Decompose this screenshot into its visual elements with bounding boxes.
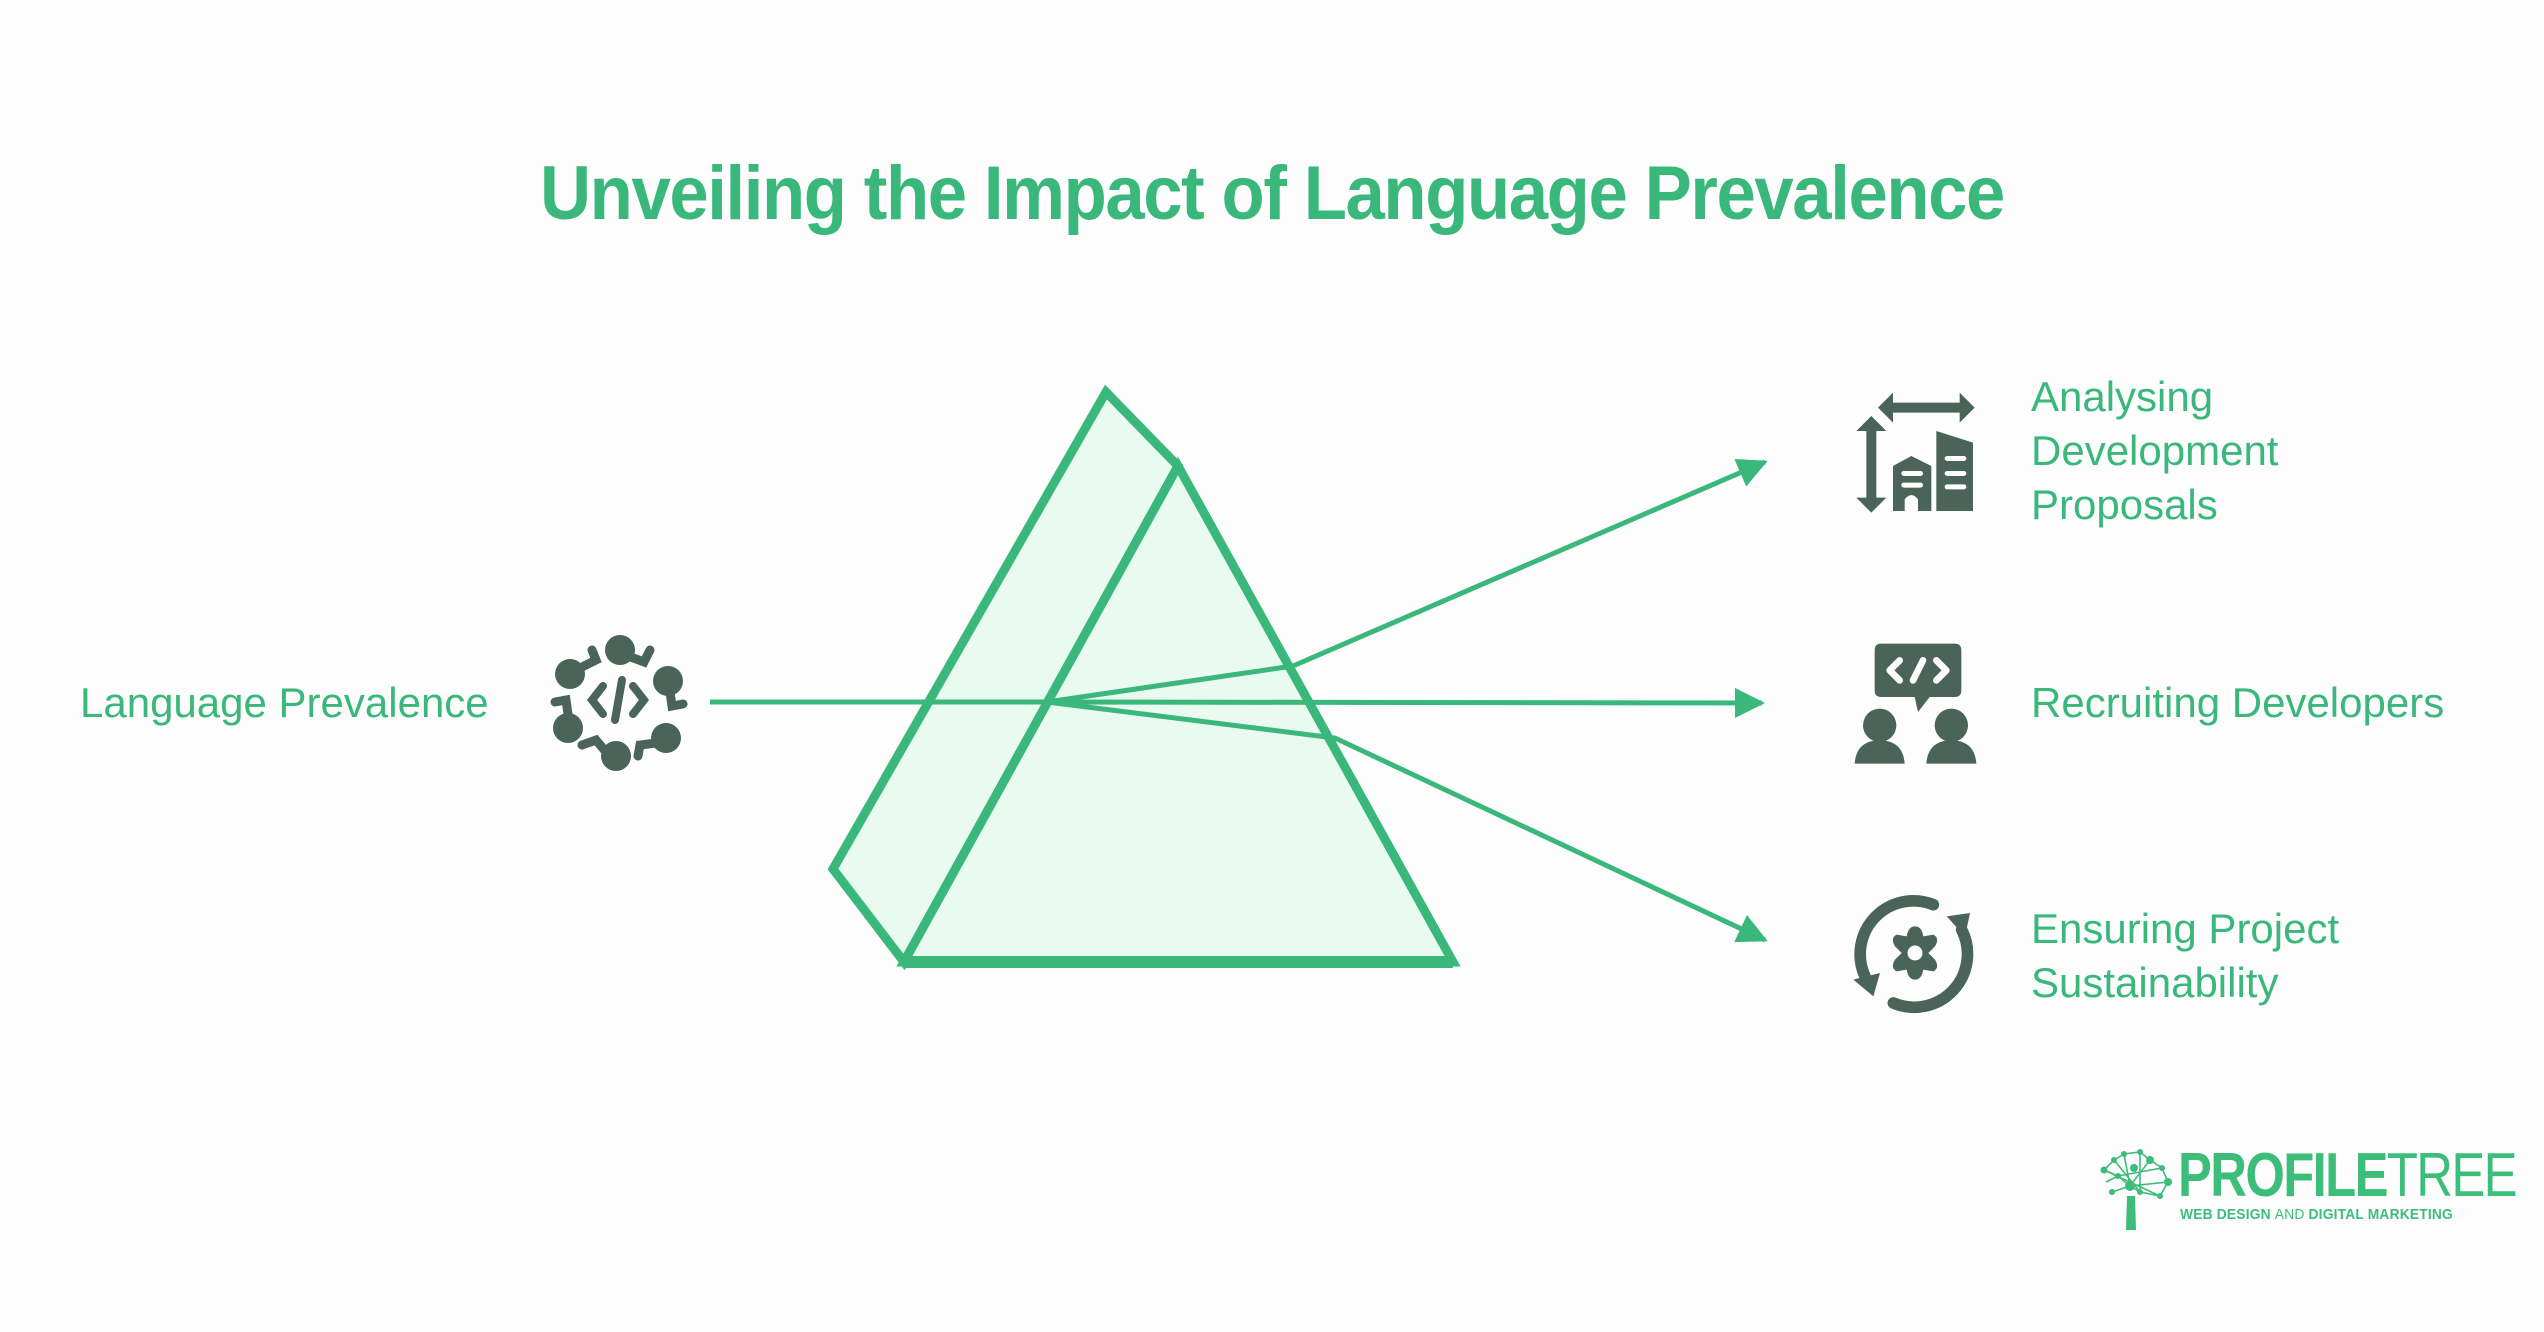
code-network-icon	[550, 635, 688, 771]
label-line: Development	[2031, 427, 2279, 474]
tree-network-icon	[2100, 1149, 2172, 1230]
label-line: Proposals	[2031, 481, 2218, 528]
tagline-part: AND	[2274, 1206, 2305, 1223]
label-line: Analysing	[2031, 373, 2214, 420]
output-label-recruiting: Recruiting Developers	[2031, 676, 2444, 730]
tagline-part: DIGITAL MARKETING	[2304, 1206, 2453, 1223]
beam-upper	[1046, 458, 1768, 705]
gear-cycle-icon	[1853, 895, 1974, 1014]
profiletree-logo: PROFILETREE WEB DESIGN AND DIGITAL MARKE…	[2100, 1140, 2518, 1230]
page-title: Unveiling the Impact of Language Prevale…	[540, 151, 2005, 236]
output-label-sustainability: Ensuring Project Sustainability	[2031, 902, 2339, 1010]
logo-word-bold: PROFILE	[2178, 1141, 2388, 1210]
output-label-analysing: Analysing Development Proposals	[2031, 370, 2278, 532]
logo-word-thin: TREE	[2386, 1141, 2518, 1210]
building-dimensions-icon	[1856, 392, 1975, 513]
logo-tagline: WEB DESIGN AND DIGITAL MARKETING	[2180, 1206, 2453, 1223]
label-line: Sustainability	[2031, 959, 2279, 1006]
logo-wordmark: PROFILETREE	[2178, 1140, 2518, 1211]
tagline-part: WEB DESIGN	[2180, 1206, 2275, 1223]
label-line: Recruiting Developers	[2031, 679, 2445, 726]
beam-lower	[1046, 699, 1768, 943]
input-label: Language Prevalence	[80, 679, 489, 726]
beam-middle	[1046, 687, 1765, 718]
label-line: Ensuring Project	[2031, 905, 2340, 952]
developers-chat-icon	[1854, 643, 1977, 764]
